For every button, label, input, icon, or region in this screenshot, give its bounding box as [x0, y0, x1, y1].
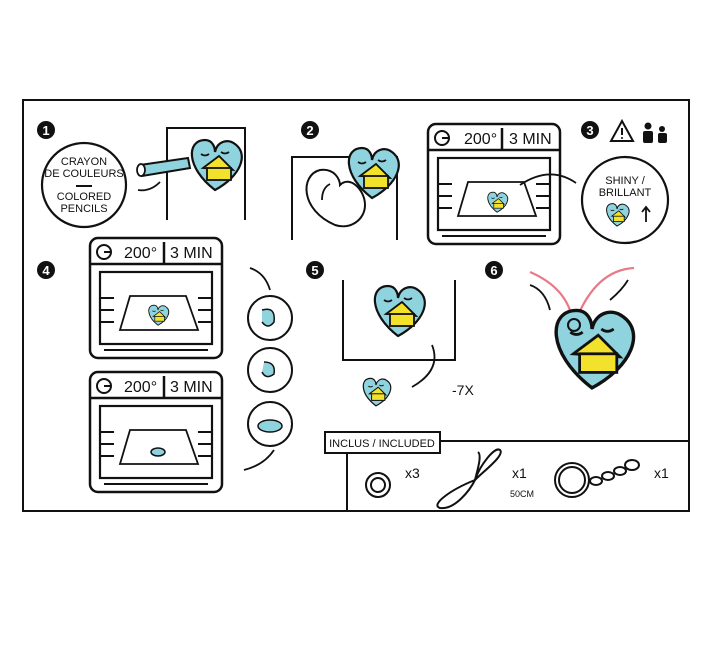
- oven-temperature: 200°: [464, 131, 497, 148]
- arrow-icon: [519, 173, 577, 186]
- cord-qty: x1: [512, 465, 527, 481]
- heart-keychain-icon: [373, 284, 426, 338]
- oven-time: 3 MIN: [509, 131, 552, 148]
- arrow-up-icon: [641, 205, 651, 222]
- step-number: 3: [586, 123, 593, 138]
- oven-temperature: 200°: [124, 379, 157, 396]
- step-6: 6: [485, 261, 636, 390]
- label-en-1: COLORED: [57, 191, 111, 203]
- step-2: 2: [291, 121, 400, 240]
- heart-outline-icon: [305, 168, 367, 228]
- step-3: 200° 3 MIN 3 SHINY / BRILLANT: [426, 118, 670, 246]
- result-label-1: SHINY /: [605, 175, 645, 187]
- step-number: 2: [306, 123, 313, 138]
- adult-supervision-icon: [643, 122, 667, 143]
- oven-time: 3 MIN: [170, 379, 213, 396]
- step-number: 5: [311, 263, 318, 278]
- ring-qty: x3: [405, 465, 420, 481]
- step-number: 1: [42, 123, 49, 138]
- colored-pencil-icon: [138, 156, 192, 178]
- cord-loop-icon: [436, 448, 502, 510]
- label-fr-1: CRAYON: [61, 156, 107, 168]
- oven-time: 3 MIN: [170, 245, 213, 262]
- cord-length: 50CM: [510, 489, 534, 499]
- step-5: 5 -7X: [306, 261, 474, 407]
- shrinking-sequence: [243, 267, 293, 471]
- oven-temperature: 200°: [124, 245, 157, 262]
- step-1: 1 CRAYON DE COULEURS COLORED PENCILS: [37, 121, 246, 229]
- repeat-count: -7X: [452, 382, 474, 398]
- warning-icon: [609, 118, 635, 142]
- step-4: 4 200° 3 MIN 200° 3 MIN: [37, 236, 293, 494]
- label-en-2: PENCILS: [60, 203, 107, 215]
- arrow-icon: [137, 181, 161, 192]
- step-number: 4: [42, 263, 50, 278]
- step-number: 6: [490, 263, 497, 278]
- result-label-2: BRILLANT: [599, 187, 652, 199]
- included-section: INCLUS / INCLUDED x3 x1 50CM x1: [324, 431, 689, 511]
- keyring-icon: [554, 459, 640, 498]
- included-label: INCLUS / INCLUDED: [329, 438, 435, 450]
- step-badge: [37, 121, 55, 139]
- keyring-qty: x1: [654, 465, 669, 481]
- label-fr-2: DE COULEURS: [44, 168, 123, 180]
- ring-icon: [365, 472, 391, 498]
- frame-border: [22, 99, 690, 512]
- heart-keychain-icon: [190, 138, 243, 192]
